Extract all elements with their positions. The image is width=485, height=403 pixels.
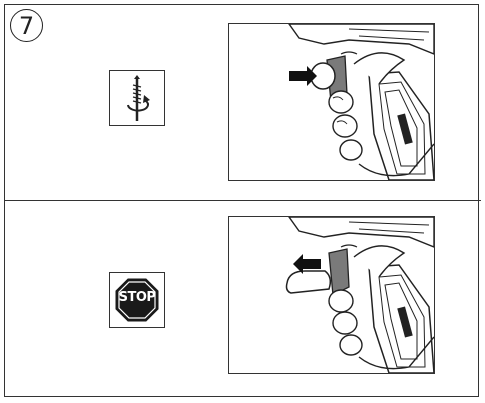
screw-rotate-icon-box [109,70,165,126]
step-number-badge: 7 [10,9,43,42]
screw-rotate-icon [110,71,164,125]
row-divider [4,200,481,201]
tool-illustration-release [228,216,435,374]
step-number: 7 [19,12,34,40]
stop-sign-icon-box: STOP [109,272,165,328]
stop-sign-label: STOP [110,290,164,305]
tool-illustration-press [228,23,435,181]
